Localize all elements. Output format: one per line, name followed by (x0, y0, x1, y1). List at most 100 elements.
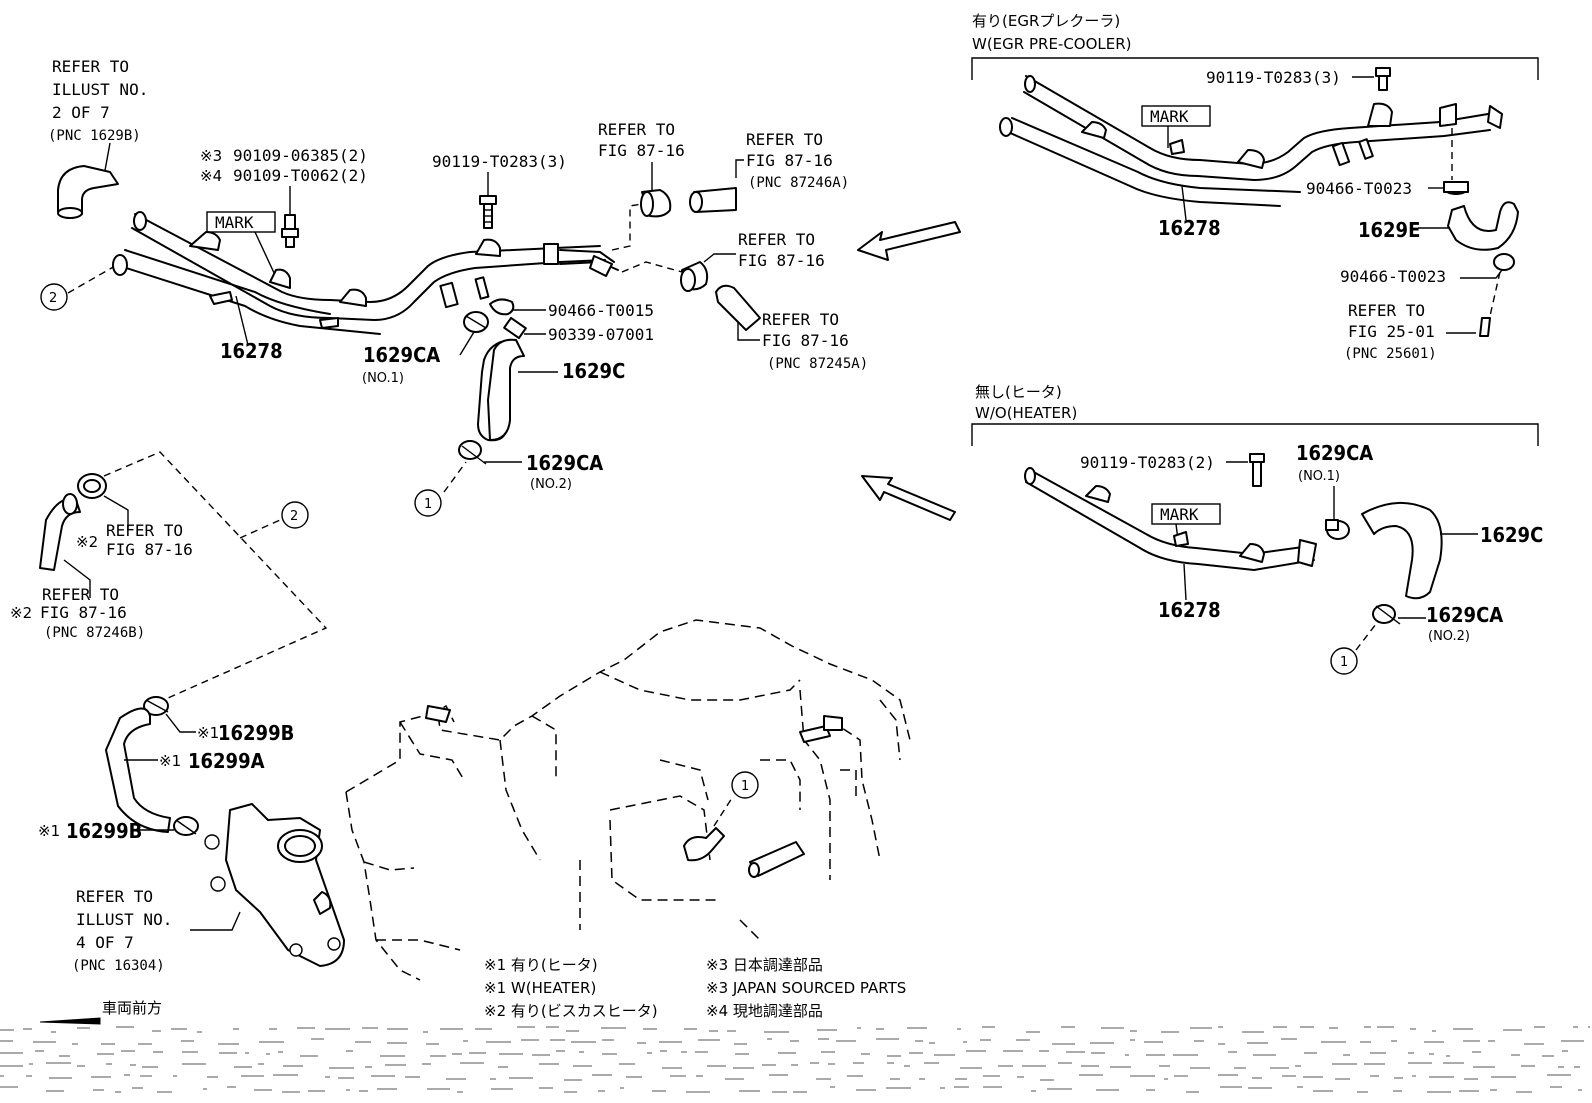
variant-label-egr-jp: 有り(EGRプレクーラ) (972, 12, 1120, 30)
svg-text:MARK: MARK (215, 213, 254, 232)
svg-text:FIG 87-16: FIG 87-16 (738, 251, 825, 270)
svg-text:(NO.1): (NO.1) (1298, 469, 1340, 484)
part-label-bolt: 90119-T0283(3) (1206, 68, 1341, 87)
hose-87245a (715, 284, 761, 331)
leader-line (1460, 269, 1503, 279)
part-label-90466-t0023-b: 90466-T0023 (1340, 267, 1446, 286)
svg-text:REFER TO: REFER TO (106, 521, 183, 540)
refer-fig-25-note: REFER TO (1348, 301, 1425, 320)
variant-label-noheater-jp: 無し(ヒータ) (975, 383, 1062, 401)
leader-line (1181, 185, 1187, 221)
refer-fig-note: REFER TO (738, 230, 815, 249)
clamp-16299b-lower (173, 816, 199, 836)
clip-90466-t0023-a (1443, 181, 1469, 195)
svg-text:FIG 87-16: FIG 87-16 (40, 603, 127, 622)
sensor-icon (281, 214, 299, 248)
svg-text:※3: ※3 (200, 147, 222, 165)
clamp-1629ca-no1 (463, 311, 489, 333)
plug-90339-07001 (503, 316, 527, 340)
bolt-icon (1249, 453, 1265, 487)
svg-text:(PNC 16304): (PNC 16304) (72, 958, 165, 974)
dashed-leader (621, 261, 683, 273)
svg-text:※4: ※4 (200, 167, 222, 185)
svg-text:(PNC 25601): (PNC 25601) (1344, 346, 1437, 362)
leader-line (1183, 563, 1187, 601)
mark-box (206, 211, 276, 233)
hose-1629e (1447, 201, 1519, 251)
clamp-1629ca-no2 (458, 440, 487, 465)
clamp-16299b-upper (143, 696, 169, 716)
dashed-leader (611, 203, 643, 251)
front-arrow: 車両前方 (39, 999, 162, 1025)
svg-text:MARK: MARK (1160, 505, 1199, 524)
part-label-1629ca-no1-b: 1629CA (1296, 441, 1373, 465)
svg-text:※1: ※1 (38, 822, 60, 840)
part-label-90466-t0023: 90466-T0023 (1306, 179, 1412, 198)
legend-item: ※2 有り(ビスカスヒータ) (484, 1002, 658, 1020)
refer-illust-2-note: REFER TO ILLUST NO. 2 OF 7 (PNC 1629B) (48, 57, 148, 144)
leader-line (737, 316, 760, 341)
svg-text:2: 2 (290, 509, 298, 524)
water-outlet-16304 (204, 803, 345, 967)
hose-viscous (39, 498, 81, 571)
circle-marker-1-c (731, 771, 759, 799)
vehicle-front-label: 車両前方 (102, 999, 162, 1017)
svg-text:(PNC 1629B): (PNC 1629B) (48, 128, 141, 144)
circle-marker-1 (414, 489, 442, 517)
legend-item: ※3 日本調達部品 (706, 956, 823, 974)
clip-viscous (77, 473, 107, 499)
part-label-16299b-upper: 16299B (218, 721, 294, 745)
variant-label-egr-en: W(EGR PRE-COOLER) (972, 35, 1132, 53)
svg-text:(NO.1): (NO.1) (362, 371, 404, 386)
leader-line (703, 253, 736, 263)
part-label-1629c-b: 1629C (1480, 523, 1543, 547)
refer-fig-note: REFER TO (598, 120, 675, 139)
part-label-16278-noheater: 16278 (1158, 598, 1221, 622)
leader-line (254, 231, 276, 276)
legend: ※1 有り(ヒータ) ※1 W(HEATER) ※2 有り(ビスカスヒータ) ※… (484, 956, 906, 1020)
part-label-bolt-2: 90119-T0283(2) (1080, 453, 1215, 472)
part-label-1629ca-no2: 1629CA (526, 451, 603, 475)
dashed-leader (443, 461, 467, 493)
svg-text:90109-06385(2): 90109-06385(2) (233, 146, 368, 165)
svg-text:(PNC 87246A): (PNC 87246A) (748, 175, 849, 191)
mark-box (1151, 503, 1221, 525)
legend-item: ※3 JAPAN SOURCED PARTS (706, 979, 906, 997)
bolt-icon (1375, 67, 1391, 91)
refer-fig-note: REFER TO (762, 310, 839, 329)
svg-text:FIG 87-16: FIG 87-16 (598, 141, 685, 160)
svg-text:(NO.2): (NO.2) (530, 477, 572, 492)
part-label-1629e: 1629E (1358, 218, 1420, 242)
svg-text:FIG 25-01: FIG 25-01 (1348, 322, 1435, 341)
leader-line (63, 559, 91, 598)
refer-illust-4-note: REFER TO ILLUST NO. 4 OF 7 (PNC 16304) (72, 887, 172, 974)
dashed-leader (67, 265, 116, 294)
hose-1629c-b (1361, 501, 1443, 600)
variant-label-noheater-en: W/O(HEATER) (975, 404, 1077, 422)
svg-text:90109-T0062(2): 90109-T0062(2) (233, 166, 368, 185)
arrow-noheater (861, 475, 956, 521)
hose-end (57, 207, 83, 219)
legend-item: ※4 現地調達部品 (706, 1002, 823, 1020)
svg-text:REFER TO: REFER TO (52, 57, 129, 76)
svg-text:4 OF 7: 4 OF 7 (76, 933, 134, 952)
hose-1629b (57, 165, 119, 215)
svg-text:※2: ※2 (76, 533, 98, 551)
circle-marker-2 (40, 283, 68, 311)
engine-outline (345, 619, 911, 981)
svg-text:REFER TO: REFER TO (42, 585, 119, 604)
circle-marker-1-b (1330, 647, 1358, 675)
mark-box (1141, 105, 1211, 127)
svg-text:※1: ※1 (197, 724, 219, 742)
bolt-icon (479, 195, 497, 229)
part-label-1629ca-no1: 1629CA (363, 343, 440, 367)
svg-text:ILLUST NO.: ILLUST NO. (76, 910, 172, 929)
svg-text:MARK: MARK (1150, 107, 1189, 126)
water-pipe-16278-noheater (1024, 467, 1317, 571)
leader-line (735, 159, 744, 178)
svg-text:※2: ※2 (10, 604, 32, 622)
legend-item: ※1 W(HEATER) (484, 979, 596, 997)
part-label-1629ca-no2-b: 1629CA (1426, 603, 1503, 627)
leader-line (165, 713, 196, 733)
